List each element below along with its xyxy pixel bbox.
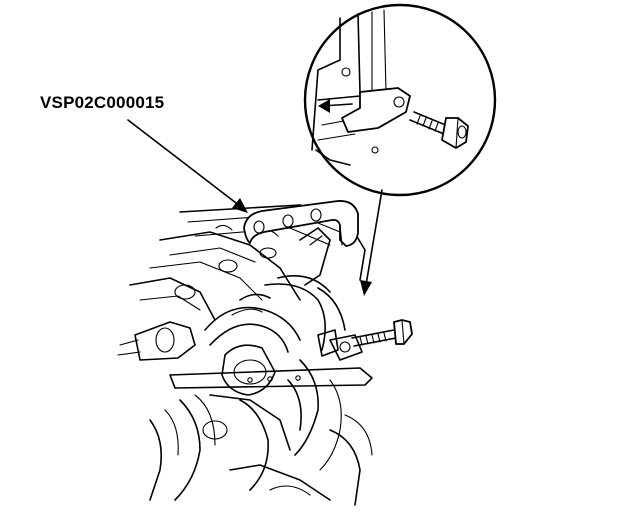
bracket-bolt xyxy=(351,319,413,347)
engine-background xyxy=(117,204,373,506)
leader-lines xyxy=(127,119,383,296)
engine-mount-bracket xyxy=(243,200,359,247)
detail-inset xyxy=(303,3,497,197)
part-code-label: VSP02C000015 xyxy=(40,93,165,112)
